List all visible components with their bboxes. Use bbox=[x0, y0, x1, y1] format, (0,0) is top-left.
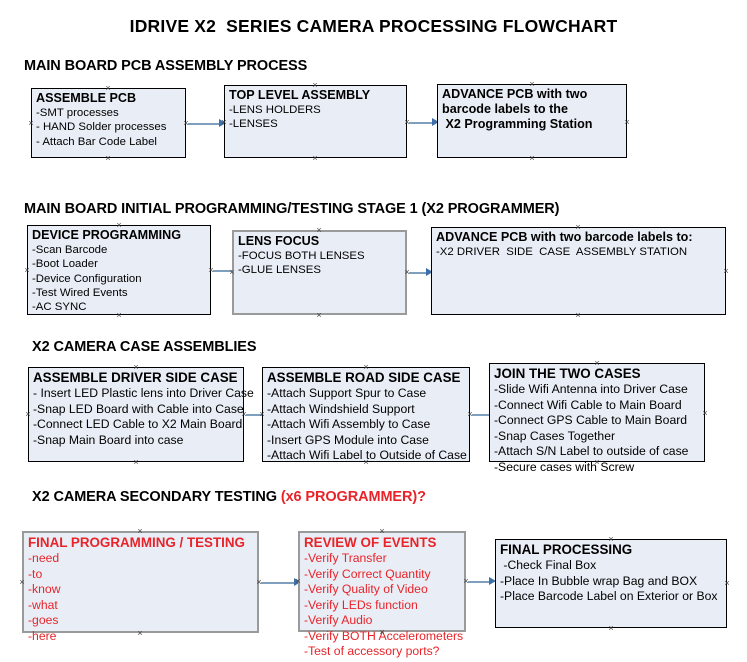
node-line: -Insert GPS Module into Case bbox=[267, 432, 429, 447]
section-heading-initial-programming: MAIN BOARD INITIAL PROGRAMMING/TESTING S… bbox=[24, 201, 560, 217]
node-line: -need bbox=[28, 551, 60, 565]
node-join-the-two-cases[interactable]: JOIN THE TWO CASES -Slide Wifi Antenna i… bbox=[489, 363, 705, 474]
node-line: -Attach Support Spur to Case bbox=[267, 386, 427, 400]
node-line: -Connect LED Cable to X2 Main Board bbox=[33, 417, 243, 431]
node-line: -know bbox=[28, 582, 61, 596]
node-title-line2: barcode labels to the bbox=[442, 102, 568, 116]
node-line: -Verify Quality of Video bbox=[304, 582, 428, 596]
section-heading-secondary-testing: X2 CAMERA SECONDARY TESTING (x6 PROGRAMM… bbox=[32, 489, 426, 505]
node-title: ASSEMBLE ROAD SIDE CASE bbox=[267, 370, 461, 385]
node-line: -AC SYNC bbox=[32, 301, 87, 314]
node-line: -to bbox=[28, 566, 43, 581]
connector-arrow bbox=[188, 119, 226, 128]
node-line: -Slide Wifi Antenna into Driver Case bbox=[494, 382, 688, 396]
node-review-of-events[interactable]: REVIEW OF EVENTS -Verify Transfer -Verif… bbox=[298, 531, 466, 658]
node-line: -LENSES bbox=[229, 118, 278, 131]
node-final-programming-testing[interactable]: FINAL PROGRAMMING / TESTING -need -to -k… bbox=[22, 531, 259, 643]
node-line: -Device Configuration bbox=[32, 272, 142, 285]
node-line: -GLUE LENSES bbox=[238, 264, 321, 277]
node-line: -FOCUS BOTH LENSES bbox=[238, 250, 365, 262]
node-line: -Attach Wifi Assembly to Case bbox=[267, 417, 431, 431]
node-line: -Verify LEDs function bbox=[304, 597, 418, 612]
node-top-level-assembly[interactable]: TOP LEVEL ASSEMBLY -LENS HOLDERS -LENSES bbox=[224, 85, 407, 158]
node-title-line3: X2 Programming Station bbox=[442, 117, 593, 131]
node-line: -Verify Audio bbox=[304, 613, 373, 627]
node-line: -Test Wired Events bbox=[32, 286, 128, 299]
node-advance-pcb-to-x2-programming-station[interactable]: ADVANCE PCB with two barcode labels to t… bbox=[437, 84, 627, 158]
node-line: -here bbox=[28, 628, 57, 643]
node-title: ADVANCE PCB with two barcode labels to: bbox=[436, 230, 693, 244]
node-final-processing[interactable]: FINAL PROCESSING -Check Final Box -Place… bbox=[495, 539, 727, 628]
node-line: -Snap Main Board into case bbox=[33, 432, 184, 447]
node-title: REVIEW OF EVENTS bbox=[304, 535, 437, 550]
node-line: -Verify BOTH Accelerometers bbox=[304, 628, 464, 643]
node-line: -what bbox=[28, 597, 58, 612]
node-title: JOIN THE TWO CASES bbox=[494, 366, 641, 381]
node-line: -Boot Loader bbox=[32, 258, 98, 271]
node-device-programming[interactable]: DEVICE PROGRAMMING -Scan Barcode -Boot L… bbox=[27, 225, 211, 315]
node-line: -X2 DRIVER SIDE CASE ASSEMBLY STATION bbox=[436, 246, 688, 258]
node-assemble-driver-side-case[interactable]: ASSEMBLE DRIVER SIDE CASE - Insert LED P… bbox=[28, 367, 254, 462]
section-heading-accent: (x6 PROGRAMMER)? bbox=[280, 489, 426, 505]
node-title: FINAL PROCESSING bbox=[500, 542, 633, 557]
node-assemble-pcb[interactable]: ASSEMBLE PCB -SMT processes - HAND Solde… bbox=[31, 88, 186, 158]
section-heading-pcb-assembly: MAIN BOARD PCB ASSEMBLY PROCESS bbox=[24, 58, 308, 74]
node-line: -SMT processes bbox=[36, 107, 119, 119]
node-line-overflow: -Test of accessory ports? bbox=[304, 644, 440, 658]
node-line: -Attach Wifi Label to Outside of Case bbox=[267, 448, 467, 462]
connector-arrow bbox=[409, 268, 433, 277]
connector-arrow bbox=[468, 577, 496, 586]
node-title: FINAL PROGRAMMING / TESTING bbox=[28, 535, 245, 550]
node-line: -Snap LED Board with Cable into Case bbox=[33, 401, 244, 416]
node-title: DEVICE PROGRAMMING bbox=[32, 228, 182, 242]
node-line: -Attach Windshield Support bbox=[267, 401, 415, 416]
node-advance-pcb-to-driver-side-case[interactable]: ADVANCE PCB with two barcode labels to: … bbox=[431, 227, 726, 315]
connector-arrow bbox=[261, 578, 301, 587]
node-line: - HAND Solder processes bbox=[36, 121, 167, 134]
node-line: -Check Final Box bbox=[500, 558, 597, 572]
node-line: -Attach S/N Label to outside of case bbox=[494, 444, 689, 458]
node-line: - Attach Bar Code Label bbox=[36, 135, 157, 148]
page-title: IDRIVE X2 SERIES CAMERA PROCESSING FLOWC… bbox=[129, 16, 618, 36]
node-line: -LENS HOLDERS bbox=[229, 104, 321, 116]
node-line: -Verify Correct Quantity bbox=[304, 566, 431, 581]
node-line: - Insert LED Plastic lens into Driver Ca… bbox=[33, 386, 254, 400]
node-line: -Secure cases with Screw bbox=[494, 459, 635, 474]
node-line: -Place In Bubble wrap Bag and BOX bbox=[500, 573, 698, 588]
node-line: -goes bbox=[28, 613, 59, 627]
node-title: LENS FOCUS bbox=[238, 234, 320, 248]
node-title: ASSEMBLE DRIVER SIDE CASE bbox=[33, 370, 238, 385]
node-title: TOP LEVEL ASSEMBLY bbox=[229, 88, 371, 102]
node-line: -Verify Transfer bbox=[304, 551, 387, 565]
section-heading-case-assemblies: X2 CAMERA CASE ASSEMBLIES bbox=[32, 339, 257, 355]
node-lens-focus[interactable]: LENS FOCUS -FOCUS BOTH LENSES -GLUE LENS… bbox=[232, 230, 407, 315]
connector-arrow bbox=[409, 118, 439, 127]
node-line: -Place Barcode Label on Exterior or Box bbox=[500, 589, 718, 603]
section-heading-text: X2 CAMERA SECONDARY TESTING bbox=[32, 489, 281, 505]
node-title: ASSEMBLE PCB bbox=[36, 91, 137, 105]
node-line: -Connect Wifi Cable to Main Board bbox=[494, 397, 682, 412]
node-line: -Snap Cases Together bbox=[494, 428, 616, 443]
node-line: -Scan Barcode bbox=[32, 244, 108, 256]
node-line: -Connect GPS Cable to Main Board bbox=[494, 413, 688, 427]
node-title: ADVANCE PCB with two bbox=[442, 87, 588, 101]
node-assemble-road-side-case[interactable]: ASSEMBLE ROAD SIDE CASE -Attach Support … bbox=[262, 367, 470, 462]
